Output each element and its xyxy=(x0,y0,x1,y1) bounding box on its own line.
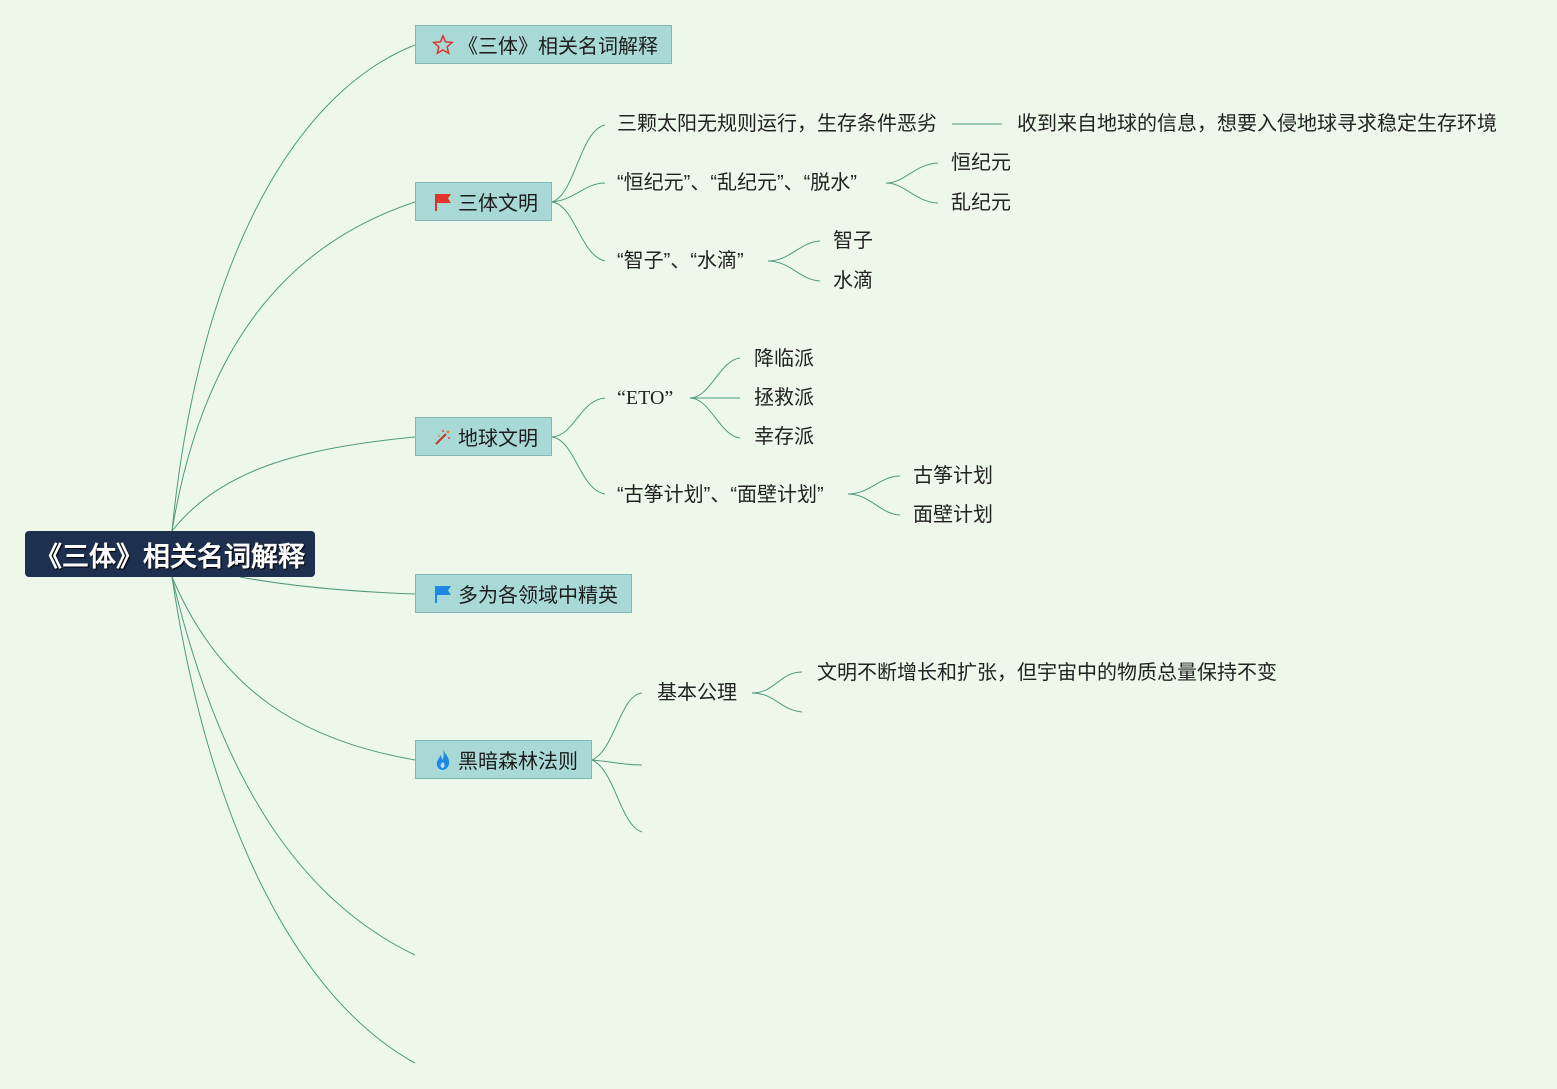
leaf-survivors[interactable]: 幸存派 xyxy=(754,426,814,448)
link-eto-a xyxy=(689,357,741,399)
link-t2-c3 xyxy=(551,201,606,262)
topic-dark-forest[interactable]: 黑暗森林法则 xyxy=(415,740,592,779)
link-root-t4 xyxy=(239,576,416,595)
link-eto-c xyxy=(689,397,741,439)
link-root-t1 xyxy=(171,44,416,532)
root-node[interactable]: 《三体》相关名词解释 xyxy=(25,531,315,577)
subtopic-sophon-droplet[interactable]: “智子”、“水滴” xyxy=(617,250,744,272)
topic-label: 《三体》相关名词解释 xyxy=(458,36,658,58)
link-axiom-b xyxy=(751,692,803,713)
leaf-stable-era[interactable]: 恒纪元 xyxy=(951,152,1011,174)
leaf-wallfacer-plan[interactable]: 面壁计划 xyxy=(913,504,993,526)
topic-label: 多为各领域中精英 xyxy=(458,585,618,607)
flame-icon xyxy=(432,749,454,771)
leaf-redemptionists[interactable]: 拯救派 xyxy=(754,387,814,409)
subtopic-three-suns[interactable]: 三颗太阳无规则运行，生存条件恶劣 xyxy=(617,113,937,135)
sparkle-wand-icon xyxy=(432,426,454,448)
topic-label: 地球文明 xyxy=(458,428,538,450)
topic-label: 三体文明 xyxy=(458,193,538,215)
link-root-t3 xyxy=(171,436,416,532)
red-flag-icon xyxy=(432,191,454,213)
subtopic-axioms[interactable]: 基本公理 xyxy=(657,682,737,704)
leaf-axiom-text[interactable]: 文明不断增长和扩张，但宇宙中的物质总量保持不变 xyxy=(817,662,1277,684)
leaf-guzheng-plan[interactable]: 古筝计划 xyxy=(913,465,993,487)
leaf-droplet[interactable]: 水滴 xyxy=(833,270,873,292)
link-t3-c2 xyxy=(551,436,606,495)
link-t5-c2 xyxy=(591,759,643,766)
link-root-b7 xyxy=(171,576,416,1064)
topic-label: 黑暗森林法则 xyxy=(458,751,578,773)
topic-terms[interactable]: 《三体》相关名词解释 xyxy=(415,25,672,64)
root-label: 《三体》相关名词解释 xyxy=(35,541,305,572)
subtopic-eras[interactable]: “恒纪元”、“乱纪元”、“脱水” xyxy=(617,172,857,194)
leaf-invade-earth[interactable]: 收到来自地球的信息，想要入侵地球寻求稳定生存环境 xyxy=(1017,113,1497,135)
link-c2-a xyxy=(885,162,939,184)
leaf-chaotic-era[interactable]: 乱纪元 xyxy=(951,192,1011,214)
link-t5-c1 xyxy=(591,692,643,761)
subtopic-eto[interactable]: “ETO” xyxy=(617,387,674,409)
link-root-b6 xyxy=(171,576,416,956)
leaf-sophon[interactable]: 智子 xyxy=(833,230,873,252)
link-root-t2 xyxy=(171,201,416,532)
link-c3-a xyxy=(767,240,821,262)
link-t5-c3 xyxy=(591,759,643,833)
link-plan-b xyxy=(847,493,901,516)
link-c3-b xyxy=(767,260,821,282)
link-root-t5 xyxy=(171,576,416,761)
link-t2-c1 xyxy=(551,124,606,203)
link-c2-b xyxy=(885,182,939,204)
topic-earth-civilization[interactable]: 地球文明 xyxy=(415,417,552,456)
link-t2-c2 xyxy=(551,182,606,203)
link-t3-c1 xyxy=(551,397,606,438)
link-plan-a xyxy=(847,475,901,495)
link-axiom-a xyxy=(751,671,803,694)
blue-flag-icon xyxy=(432,583,454,605)
topic-elites[interactable]: 多为各领域中精英 xyxy=(415,574,632,613)
star-outline-icon xyxy=(432,33,454,56)
topic-trisolaran-civilization[interactable]: 三体文明 xyxy=(415,182,552,221)
leaf-adventists[interactable]: 降临派 xyxy=(754,348,814,370)
subtopic-plans[interactable]: “古筝计划”、“面壁计划” xyxy=(617,484,824,506)
